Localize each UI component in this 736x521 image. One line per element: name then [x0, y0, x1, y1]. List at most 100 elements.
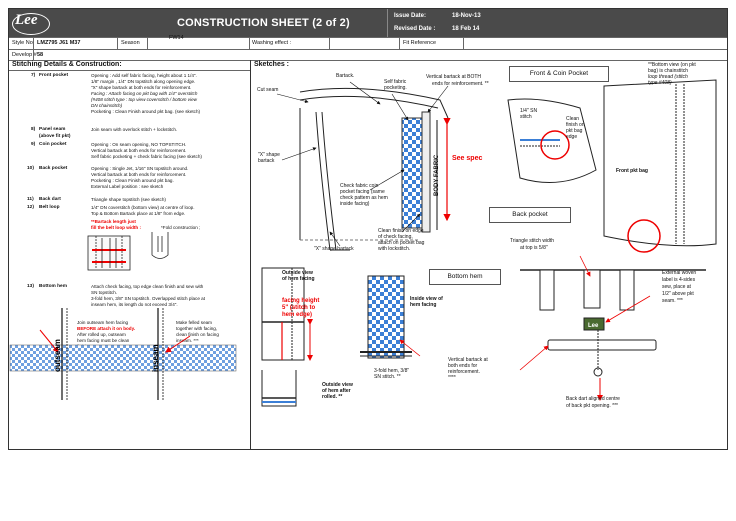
text-label: 8) [31, 127, 36, 132]
text-label: External Label position : see sketch [91, 184, 164, 189]
text-label: reinforcement. [448, 369, 480, 375]
text-label: **** [448, 375, 456, 381]
text-label: Self fabric [384, 79, 407, 85]
text-label: Vertical bartack at BOTH [426, 74, 482, 80]
text-label: Join seam with overlock stitch + locksti… [91, 127, 178, 132]
text-label: check pattern as hem [340, 195, 388, 201]
washing-label: Washing effect : [252, 40, 292, 46]
see-spec-label: See spec [452, 155, 483, 162]
revised-date-label: Revised Date : [394, 26, 436, 32]
style-label: Style No. [12, 40, 35, 46]
coin-pocket-detail [507, 98, 597, 183]
text-label: SN topstitch. [91, 290, 118, 295]
text-label: attach on pocket bag [378, 240, 425, 246]
text-label: External woven [662, 270, 697, 276]
text-label: 1/4" DN coverstitch (bottom view) at cen… [91, 205, 195, 210]
text-label: 13) [27, 284, 34, 289]
front-coin-pocket-box: Front & Coin Pocket [509, 66, 609, 82]
text-label: bartack [258, 158, 275, 164]
text-label: clean finish on facing [176, 332, 219, 337]
text-label: 12) [27, 205, 34, 210]
text-label: After rolled up, outseam [77, 332, 126, 337]
text-label: hem facing [410, 302, 437, 308]
text-label: Back dart [39, 197, 61, 202]
issue-date-value: 18-Nov-13 [452, 13, 481, 19]
issue-date-label: Issue Date: [394, 13, 427, 19]
hem-rolled-sketch [261, 370, 297, 407]
text-label: both ends for [448, 363, 478, 369]
text-label: loop thread (stitch [648, 74, 688, 80]
text-label: together with facing, [176, 326, 218, 331]
outseam-label: outseam [53, 339, 62, 372]
text-label: pocketing. [384, 85, 407, 91]
hem-inside-sketch [360, 275, 412, 359]
front-pocket-sketch [299, 87, 449, 251]
text-label: sew, place at [662, 284, 691, 290]
text-label: Bottom hem [39, 284, 67, 289]
text-label: Pocketing : Clean Finish around pkt bag. [91, 178, 174, 183]
text-label: Belt loop [39, 205, 60, 210]
meta-row-1: Style No. LMZ795 J61 M37 Season FW14 Was… [9, 35, 727, 49]
text-label: Self fabric pocketing + check fabric fac… [91, 154, 202, 159]
text-label: inseam hem, its length do not exceed 3/4… [91, 302, 178, 307]
text-label: label is 4-sides [662, 277, 696, 283]
text-label: "X" shape [258, 152, 280, 158]
fit-label: Fit Reference [403, 40, 437, 46]
text-label: edge [566, 134, 578, 140]
text-label: Pocketing : Clean Finish around pkt bag.… [91, 109, 201, 114]
text-label: Outside view [282, 270, 313, 276]
text-label: Triangle stitch width [510, 238, 554, 244]
text-label: hem edge) [282, 312, 313, 318]
develop-label: Develop # [12, 52, 37, 58]
text-label: SN stitch. ** [374, 374, 401, 380]
season-label: Season [121, 40, 140, 46]
body-fabric-label: BODY FABRIC [434, 154, 440, 196]
text-label: Front pocket [39, 73, 69, 78]
text-label: inseam. *** [176, 338, 199, 343]
bottom-hem-box: Bottom hem [429, 269, 501, 285]
text-label: 9) [31, 142, 36, 147]
hem-outside-sketch [261, 267, 305, 361]
sketches-heading: Sketches : [254, 61, 290, 68]
text-label: Front pkt bag [616, 168, 648, 174]
text-label: facing height [282, 298, 320, 304]
text-label: Top & Bottom Bartack place at 1/8" from … [91, 211, 186, 216]
text-label: ends for reinforcement. ** [432, 81, 489, 87]
text-label: 1/2" above pkt [662, 291, 694, 297]
front-pkt-bag-sketch [603, 79, 717, 253]
text-label: Coin pocket [39, 142, 67, 147]
text-label: rolled. ** [322, 394, 343, 400]
text-label: 3-fold hem, 3/8" [374, 368, 410, 374]
sheet-title: CONSTRUCTION SHEET (2 of 2) [177, 17, 350, 29]
text-label: 5" (stitch to [282, 305, 316, 311]
text-label: DN chainstitch) [91, 103, 123, 108]
fold-construction-sketch [151, 232, 169, 259]
text-label: of back pkt opening. *** [566, 403, 618, 409]
back-pocket-arrows [519, 255, 651, 371]
text-label: Attach check facing, top edge clean fini… [91, 284, 204, 289]
meta-row-2: Develop # 58 [9, 49, 727, 61]
text-label: Inside view of [410, 296, 443, 302]
text-label: inside facing) [340, 201, 370, 207]
text-label: Opening : Single Jet, 1/16" SN topstitch… [91, 166, 189, 171]
front-pocket-pointers [276, 81, 449, 247]
text-label: Vertical bartack at both ends for reinfo… [91, 172, 187, 177]
revised-date-value: 18 Feb 14 [452, 26, 480, 32]
text-label: Opening : On seam opening, NO TOPSTITCH. [91, 142, 187, 147]
text-label: of hem after [322, 388, 351, 394]
text-label: Join outseam hem facing [77, 320, 129, 325]
text-label: Back dart aligned centre [566, 396, 620, 402]
text-label: pocket facing (same [340, 189, 385, 195]
text-label: "X" shape bartack at both ends for reinf… [91, 85, 192, 90]
text-label: **Bottom view (on pkt [648, 62, 696, 68]
belt-loop-sketch [87, 235, 131, 271]
text-label: BEFORE attach it on body. [77, 326, 136, 331]
text-label: fill the belt loop width : [91, 225, 142, 230]
bartack-label: Bartack. [336, 73, 355, 79]
text-label: of check facing, [378, 234, 413, 240]
inseam-label: inseam [151, 344, 160, 372]
text-label: Clean [566, 116, 580, 122]
text-label: pkt bag [566, 128, 583, 134]
text-label: Check fabric coin [340, 183, 379, 189]
